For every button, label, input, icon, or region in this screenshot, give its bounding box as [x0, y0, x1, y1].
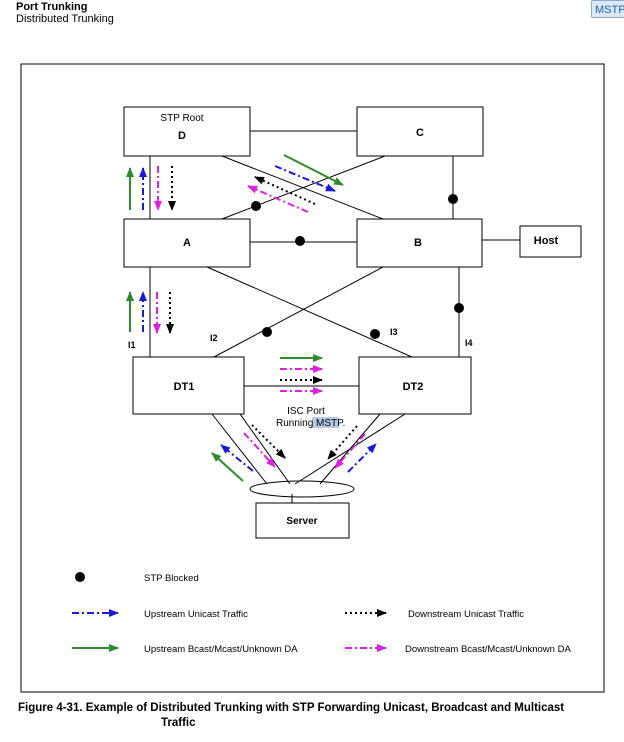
arrow-downstream-bcast [243, 432, 276, 468]
node-d-caption: STP Root [160, 113, 203, 124]
node-b-label: B [414, 237, 422, 249]
figure-caption-line1: Figure 4-31. Example of Distributed Trun… [18, 702, 565, 714]
stp-blocked-dot [295, 236, 305, 246]
traffic-arrows-a-dt1 [126, 291, 174, 334]
legend-upstream-bcast-label: Upstream Bcast/Mcast/Unknown DA [144, 644, 298, 655]
arrow-downstream-unicast [327, 425, 358, 460]
legend-downstream-bcast-label: Downstream Bcast/Mcast/Unknown DA [405, 644, 571, 655]
node-d-label: D [178, 130, 186, 142]
traffic-arrows-isc [280, 354, 323, 395]
traffic-arrows-d-a [126, 166, 176, 211]
stp-blocked-dot [448, 194, 458, 204]
stp-blocked-dot [251, 201, 261, 211]
isc-mstp-text: MSTP. [316, 418, 345, 429]
trunk-ellipse [249, 480, 355, 498]
node-server-label: Server [286, 516, 317, 527]
arrow-upstream-unicast [274, 165, 336, 192]
diagram-frame [20, 63, 605, 693]
node-dt1-label: DT1 [174, 381, 195, 393]
mstp-badge[interactable]: MSTP [591, 0, 624, 18]
stp-blocked-markers [251, 194, 464, 339]
mstp-highlight [312, 417, 339, 428]
node-dt2[interactable]: DT2 [358, 356, 472, 415]
arrow-downstream-bcast [247, 185, 309, 213]
link-label-i2: I2 [210, 333, 218, 343]
node-host[interactable]: Host [519, 225, 582, 258]
legend-downstream-unicast-label: Downstream Unicast Traffic [408, 609, 524, 620]
page-title: Port Trunking [16, 1, 88, 13]
link-dt1-server-r [239, 413, 291, 485]
page-subtitle: Distributed Trunking [16, 13, 114, 25]
link-dt2-server-r [319, 413, 381, 485]
traffic-arrows-dt1-server [211, 424, 286, 482]
link-label-i4: I4 [465, 338, 473, 348]
node-b[interactable]: B [356, 218, 483, 268]
links [149, 130, 520, 503]
arrow-downstream-bcast [334, 433, 366, 469]
legend: STP Blocked Upstream Unicast Traffic Dow… [72, 572, 571, 655]
arrow-downstream-unicast [254, 176, 316, 205]
legend-stp-blocked-icon [75, 572, 85, 582]
node-server[interactable]: Server [255, 502, 350, 539]
node-c[interactable]: C [356, 106, 484, 157]
legend-stp-blocked-label: STP Blocked [144, 573, 199, 584]
node-dt2-label: DT2 [403, 381, 424, 393]
isc-port-label: ISC Port [287, 406, 325, 417]
node-c-label: C [416, 127, 424, 139]
arrow-upstream-bcast [211, 452, 244, 482]
link-label-i1: I1 [128, 340, 136, 350]
traffic-arrows-dt2-server [327, 425, 377, 473]
isc-running-label: Running MSTP. [276, 418, 345, 429]
link-i3 [206, 266, 413, 358]
legend-upstream-unicast-label: Upstream Unicast Traffic [144, 609, 248, 620]
node-host-label: Host [534, 235, 559, 247]
link-i2 [213, 266, 384, 358]
node-dt1[interactable]: DT1 [132, 356, 245, 415]
figure-caption-line2: Traffic [161, 717, 196, 729]
arrow-upstream-unicast [220, 444, 254, 472]
arrow-upstream-unicast [347, 443, 377, 473]
figure-caption: Figure 4-31. Example of Distributed Trun… [18, 701, 578, 731]
traffic-arrows-diagonal [247, 154, 344, 213]
link-c-a [221, 155, 386, 220]
link-dt1-server-l [211, 413, 268, 485]
node-a[interactable]: A [123, 218, 251, 268]
stp-blocked-dot [454, 303, 464, 313]
node-d[interactable]: STP Root D [123, 106, 251, 157]
stp-blocked-dot [370, 329, 380, 339]
link-label-i3: I3 [390, 327, 398, 337]
stp-blocked-dot [262, 327, 272, 337]
node-a-label: A [183, 237, 191, 249]
arrow-upstream-bcast [283, 154, 344, 186]
